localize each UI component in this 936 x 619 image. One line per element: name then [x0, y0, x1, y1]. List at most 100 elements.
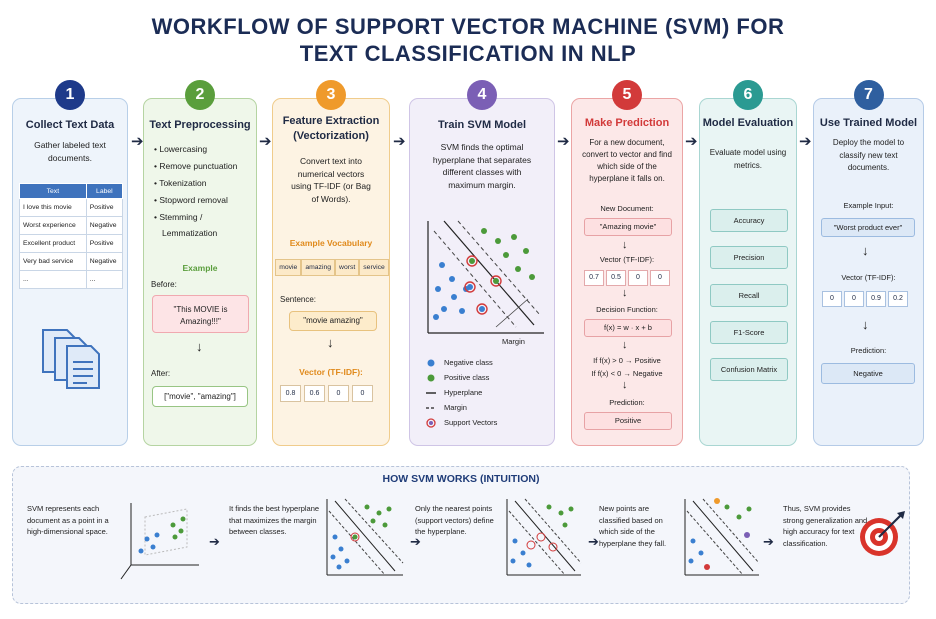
step-4-desc: SVM finds the optimal hyperplane that se… [432, 142, 532, 190]
list-item: Stopword removal [154, 192, 237, 209]
down-arrow-icon: ↓ [862, 317, 869, 332]
solid-line-icon [426, 391, 436, 394]
intuition-text-4: New points are classified based on which… [599, 504, 667, 548]
step-1-number: 1 [55, 80, 85, 110]
step-2-number: 2 [185, 80, 215, 110]
support-vectors-plot [506, 498, 582, 576]
margin-arrow [495, 298, 529, 328]
target-icon [860, 511, 905, 556]
step-7-title: Use Trained Model [819, 117, 918, 129]
step-3-desc: Convert text into numerical vectors usin… [291, 156, 371, 204]
dashed-line-icon [426, 406, 436, 409]
legend-label: Margin [444, 403, 467, 412]
step-4-title: Train SVM Model [437, 119, 526, 131]
table-cell-text: Worst experience [19, 216, 87, 235]
table-row: ...... [19, 270, 124, 289]
prediction-label: Prediction: [609, 398, 645, 407]
metric-recall: Recall [710, 284, 788, 307]
step-3-card: 3 Feature Extraction (Vectorization) Con… [272, 80, 390, 446]
documents-icon [42, 329, 100, 389]
down-arrow-icon: ↓ [622, 287, 628, 299]
plot-legend: Negative class Positive class Hyperplane… [426, 355, 497, 430]
intuition-text-3: Only the nearest points (support vectors… [415, 504, 494, 536]
margin-line [433, 230, 517, 328]
vocab-word: movie [275, 259, 302, 276]
flow-arrow-icon: ➔ [393, 133, 406, 150]
new-point-classification-plot [684, 498, 760, 576]
flow-arrow-icon: ➔ [763, 534, 774, 549]
step-7-number: 7 [853, 80, 884, 110]
svm-hyperplane-plot [427, 220, 544, 334]
step-3-number: 3 [316, 80, 346, 110]
table-cell-text: I love this movie [19, 198, 87, 217]
rule-positive: If f(x) > 0 → Positive [593, 356, 661, 365]
table-header-label: Label [85, 183, 124, 199]
flow-arrow-icon: ➔ [685, 133, 698, 150]
down-arrow-icon: ↓ [622, 239, 628, 251]
down-arrow-icon: ↓ [327, 335, 334, 350]
margin-label: Margin [502, 337, 525, 346]
step-7-card: 7 Use Trained Model Deploy the model to … [813, 80, 924, 446]
vector-cell: 0.2 [888, 291, 908, 307]
vocab-word: amazing [301, 259, 336, 276]
table-cell-text: Excellent product [19, 234, 87, 253]
flow-arrow-icon: ➔ [588, 534, 599, 549]
list-item: Lowercasing [154, 141, 237, 158]
3d-points-plot [120, 503, 199, 580]
step-4-number: 4 [467, 80, 497, 110]
metric-confusion-matrix: Confusion Matrix [710, 358, 788, 381]
flow-arrow-icon: ➔ [259, 133, 272, 150]
page-title-line2: TEXT CLASSIFICATION IN NLP [299, 41, 637, 66]
table-cell-label: Positive [85, 198, 124, 217]
flow-arrow-icon: ➔ [131, 133, 144, 150]
flow-arrow-icon: ➔ [209, 534, 220, 549]
vector-cells: 0.8 0.6 0 0 [280, 385, 373, 402]
vector-cell: 0.6 [304, 385, 325, 402]
step-6-title: Model Evaluation [702, 117, 794, 129]
negative-dot-icon [427, 359, 435, 366]
list-item-continued: Lemmatization [162, 228, 218, 238]
table-cell-text: Very bad service [19, 252, 87, 271]
intuition-text-2: It finds the best hyperplane that maximi… [229, 504, 320, 536]
vector-cell: 0 [352, 385, 373, 402]
sentence-box: "movie amazing" [289, 311, 377, 331]
list-item: Tokenization [154, 175, 237, 192]
legend-label: Negative class [444, 358, 493, 367]
step-4-card: 4 Train SVM Model SVM finds the optimal … [409, 80, 555, 446]
step-6-desc: Evaluate model using metrics. [709, 148, 787, 170]
vector-cell: 0 [328, 385, 349, 402]
table-cell-label: ... [85, 270, 124, 289]
table-cell-label: Positive [85, 234, 124, 253]
positive-dot-icon [427, 374, 435, 381]
step-1-title: Collect Text Data [25, 119, 115, 131]
step-2-title: Text Preprocessing [149, 119, 251, 131]
vector-cell: 0.8 [280, 385, 301, 402]
legend-item: Support Vectors [426, 415, 497, 430]
vector-cell: 0 [822, 291, 842, 307]
hyperplane-line [443, 220, 535, 326]
list-item: Stemming / [154, 209, 237, 226]
how-svm-works-title: HOW SVM WORKS (INTUITION) [382, 473, 540, 485]
down-arrow-icon: ↓ [622, 379, 628, 391]
vocab-word: worst [335, 259, 360, 276]
rule-negative: If f(x) < 0 → Negative [591, 369, 663, 378]
step-5-number: 5 [612, 80, 642, 110]
before-label: Before: [151, 280, 177, 289]
decision-function-box: f(x) = w · x + b [584, 319, 672, 337]
prediction-label: Prediction: [850, 346, 887, 355]
vocab-word: service [359, 259, 389, 276]
step-3-title-line1: Feature Extraction [282, 115, 380, 127]
support-vectors [464, 255, 502, 315]
down-arrow-icon: ↓ [196, 339, 203, 354]
sentence-label: Sentence: [280, 295, 317, 304]
negative-points [433, 262, 469, 320]
vector-label: Vector (TF-IDF): [841, 273, 896, 282]
hyperplane-margin-plot [326, 498, 404, 576]
vector-cells: 0.7 0.5 0 0 [584, 270, 670, 286]
legend-item: Hyperplane [426, 385, 497, 400]
